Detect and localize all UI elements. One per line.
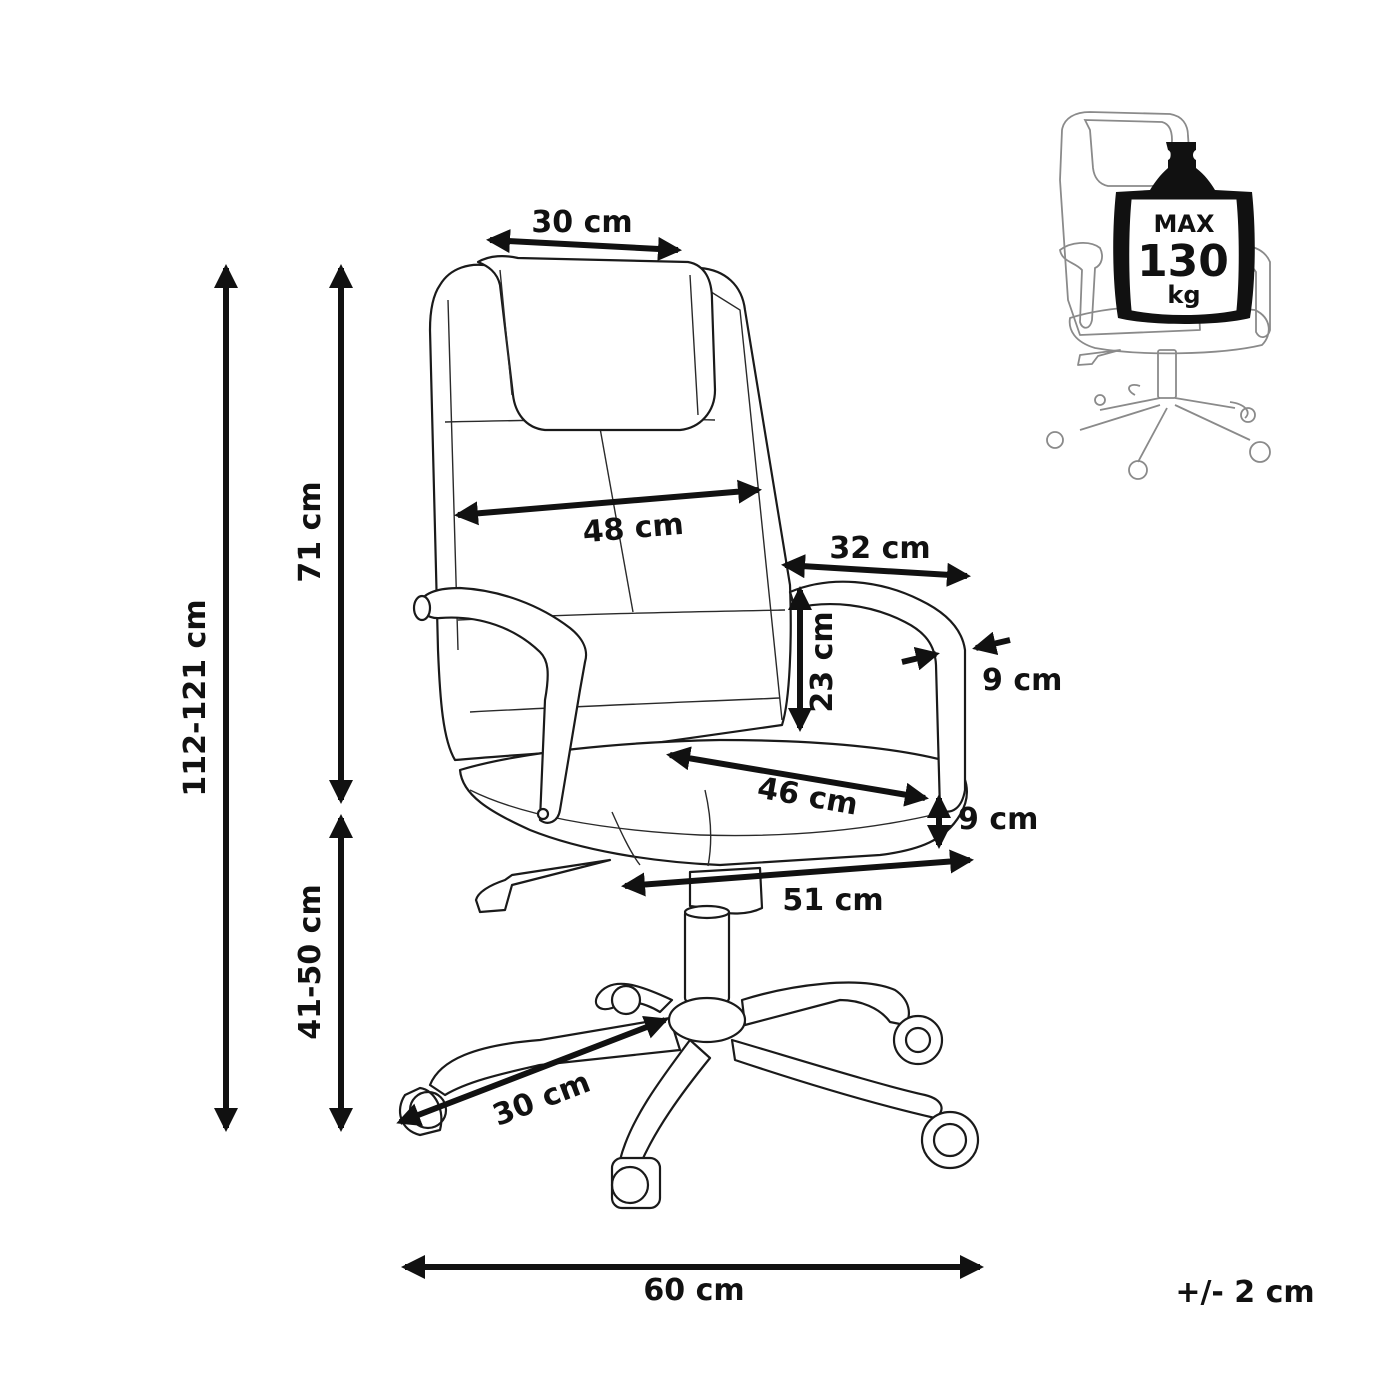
office-chair-illustration bbox=[398, 255, 980, 1210]
max-load-inset: MAX 130 kg bbox=[1046, 111, 1271, 480]
base-leg-front bbox=[618, 1038, 712, 1167]
seat-width-label: 51 cm bbox=[782, 883, 883, 918]
backrest-width-arrow bbox=[454, 479, 762, 526]
base-leg-back-right bbox=[740, 981, 910, 1027]
left-armrest-screw bbox=[536, 807, 550, 821]
headrest-width-label: 30 cm bbox=[531, 205, 632, 240]
caster-wheel-front bbox=[610, 1156, 662, 1210]
weight-icon: MAX 130 kg bbox=[1113, 142, 1255, 324]
caster-wheel-front-right bbox=[920, 1110, 980, 1170]
armrest-width-arrow-right bbox=[972, 631, 1011, 656]
dimension-arrows bbox=[214, 229, 1011, 1279]
caster-wheel-back-right bbox=[892, 1014, 944, 1066]
gas-lift-cylinder bbox=[683, 908, 731, 1004]
headrest-cushion bbox=[476, 255, 717, 432]
leg-length-arrow bbox=[396, 1015, 669, 1127]
left-armrest bbox=[418, 586, 588, 824]
backrest-height-label: 71 cm bbox=[293, 481, 328, 582]
lumbar-height-label: 23 cm bbox=[805, 611, 840, 712]
caster-wheel-back-left bbox=[610, 984, 642, 1016]
armrest-width-label: 9 cm bbox=[982, 663, 1062, 698]
base-width-label: 60 cm bbox=[643, 1273, 744, 1308]
seat-width-arrow bbox=[621, 849, 974, 897]
seat-thickness-label: 9 cm bbox=[958, 802, 1038, 837]
max-load-unit: kg bbox=[1167, 281, 1200, 309]
total-height-label: 112-121 cm bbox=[178, 599, 213, 796]
left-armrest-cap bbox=[412, 594, 432, 622]
weight-icon-label-panel bbox=[1129, 199, 1239, 315]
armrest-length-arrow bbox=[781, 554, 971, 587]
max-load-value: 130 bbox=[1137, 236, 1229, 287]
armrest-width-arrow-left bbox=[901, 646, 940, 671]
leg-length-label: 30 cm bbox=[488, 1065, 595, 1134]
seat-cushion bbox=[458, 738, 968, 867]
gas-lift-top bbox=[683, 904, 731, 920]
headrest-inner-line bbox=[499, 269, 699, 416]
base-hub bbox=[667, 996, 747, 1044]
base-leg-front-right bbox=[730, 1038, 943, 1120]
seat-depth-arrow bbox=[666, 746, 929, 807]
armrest-length-label: 32 cm bbox=[829, 531, 930, 566]
headrest-width-arrow bbox=[486, 229, 682, 261]
backrest-stripe-3 bbox=[469, 697, 781, 713]
seat-front-edge bbox=[469, 789, 946, 837]
tilt-lever bbox=[474, 858, 612, 914]
tolerance-label: +/- 2 cm bbox=[1175, 1275, 1314, 1310]
seat-height-label: 41-50 cm bbox=[293, 884, 328, 1039]
backrest-width-label: 48 cm bbox=[581, 507, 685, 551]
max-load-prefix: MAX bbox=[1154, 210, 1215, 238]
